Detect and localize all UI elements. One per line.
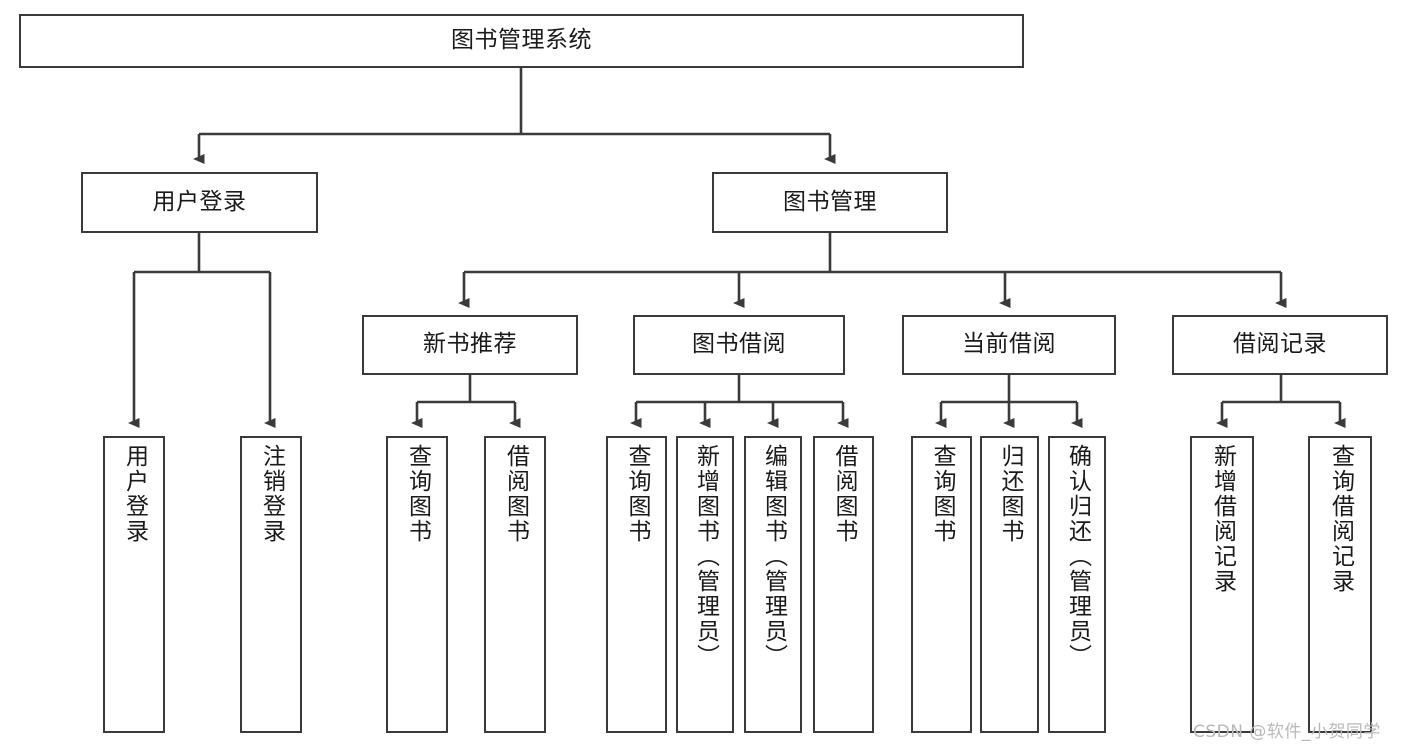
node-user-login[interactable]: 用户登录 bbox=[81, 172, 318, 233]
node-current-borrow[interactable]: 当前借阅 bbox=[902, 315, 1116, 375]
leaf-query-book-2[interactable]: 查询图书 bbox=[606, 436, 667, 733]
leaf-query-record-label: 查询借阅记录 bbox=[1327, 444, 1354, 594]
leaf-query-book-1-label: 查询图书 bbox=[404, 444, 431, 544]
leaf-edit-book[interactable]: 编辑图书（管理员） bbox=[744, 436, 802, 733]
leaf-borrow-book-2-label: 借阅图书 bbox=[831, 444, 857, 544]
leaf-edit-book-label: 编辑图书（管理员） bbox=[760, 444, 787, 669]
node-root-label: 图书管理系统 bbox=[451, 27, 592, 54]
leaf-borrow-book-2[interactable]: 借阅图书 bbox=[813, 436, 874, 733]
node-root[interactable]: 图书管理系统 bbox=[19, 14, 1024, 68]
node-new-book-recommend[interactable]: 新书推荐 bbox=[362, 315, 578, 375]
node-book-borrow[interactable]: 图书借阅 bbox=[633, 315, 845, 375]
node-book-manage-label: 图书管理 bbox=[783, 188, 877, 215]
leaf-query-book-1[interactable]: 查询图书 bbox=[386, 436, 448, 733]
node-current-borrow-label: 当前借阅 bbox=[962, 331, 1056, 358]
leaf-query-record[interactable]: 查询借阅记录 bbox=[1308, 436, 1372, 733]
node-book-borrow-label: 图书借阅 bbox=[692, 331, 786, 358]
node-book-manage[interactable]: 图书管理 bbox=[712, 172, 948, 233]
leaf-user-login[interactable]: 用户登录 bbox=[103, 436, 165, 733]
leaf-return-book[interactable]: 归还图书 bbox=[980, 436, 1039, 733]
leaf-query-book-3[interactable]: 查询图书 bbox=[911, 436, 972, 733]
leaf-query-book-3-label: 查询图书 bbox=[929, 444, 955, 544]
leaf-add-record-label: 新增借阅记录 bbox=[1209, 444, 1236, 594]
node-borrow-record[interactable]: 借阅记录 bbox=[1172, 315, 1388, 375]
leaf-user-logout-label: 注销登录 bbox=[258, 444, 285, 544]
leaf-add-book[interactable]: 新增图书（管理员） bbox=[676, 436, 734, 733]
node-borrow-record-label: 借阅记录 bbox=[1233, 331, 1327, 358]
leaf-return-book-label: 归还图书 bbox=[997, 444, 1023, 544]
leaf-user-login-label: 用户登录 bbox=[121, 444, 148, 544]
node-user-login-label: 用户登录 bbox=[152, 188, 247, 215]
leaf-borrow-book-1[interactable]: 借阅图书 bbox=[484, 436, 546, 733]
leaf-confirm-return-label: 确认归还（管理员） bbox=[1064, 444, 1091, 669]
leaf-add-book-label: 新增图书（管理员） bbox=[692, 444, 719, 669]
leaf-query-book-2-label: 查询图书 bbox=[624, 444, 650, 544]
leaf-borrow-book-1-label: 借阅图书 bbox=[502, 444, 529, 544]
leaf-add-record[interactable]: 新增借阅记录 bbox=[1190, 436, 1254, 733]
leaf-confirm-return[interactable]: 确认归还（管理员） bbox=[1048, 436, 1106, 733]
node-new-book-recommend-label: 新书推荐 bbox=[423, 331, 517, 358]
leaf-user-logout[interactable]: 注销登录 bbox=[240, 436, 302, 733]
csdn-watermark: CSDN @软件_小贺同学 bbox=[1193, 722, 1381, 742]
